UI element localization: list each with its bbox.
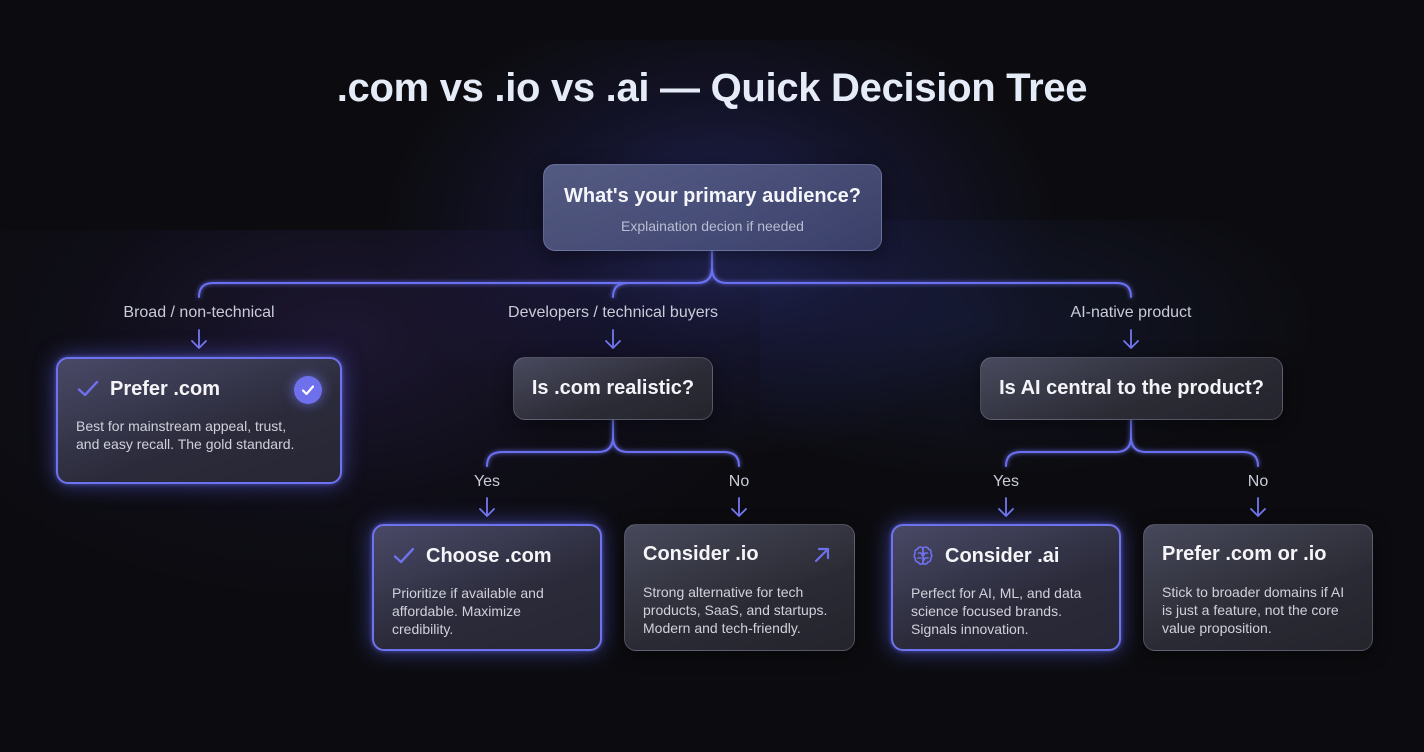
no-label: No: [728, 473, 750, 490]
outcome-title: Consider .io: [643, 543, 759, 565]
connector-root-right: [711, 267, 1132, 298]
arrow-down-icon: [605, 329, 621, 349]
page-title: .com vs .io vs .ai — Quick Decision Tree: [336, 66, 1088, 110]
outcome-card-consider-io: Consider .io Strong alternative for tech…: [624, 524, 855, 651]
branch-label-developers: Developers / technical buyers: [508, 304, 718, 321]
outcome-description: Perfect for AI, ML, and data science foc…: [911, 585, 1082, 637]
question-text: Is AI central to the product?: [999, 377, 1264, 399]
arrow-down-icon: [1250, 497, 1266, 517]
arrow-down-icon: [479, 497, 495, 517]
check-icon: [77, 380, 99, 397]
connector-root-middle: [612, 267, 713, 298]
outcome-card-consider-ai: Consider .ai Perfect for AI, ML, and dat…: [891, 524, 1121, 651]
no-label: No: [1247, 473, 1269, 490]
outcome-description: Prioritize if available and affordable. …: [392, 585, 544, 637]
outcome-title: Prefer .com or .io: [1162, 543, 1327, 565]
root-subtitle: Explaination decion if needed: [621, 218, 804, 234]
check-icon: [393, 547, 415, 564]
yes-label: Yes: [992, 473, 1020, 490]
outcome-title: Prefer .com: [110, 377, 221, 400]
root-question-node: What's your primary audience? Explainati…: [543, 164, 882, 251]
outcome-title: Consider .ai: [945, 544, 1060, 567]
outcome-description: Best for mainstream appeal, trust, and e…: [76, 418, 295, 452]
connector-root-left: [198, 250, 713, 298]
question-node-com-realistic: Is .com realistic?: [513, 357, 713, 420]
brain-icon: [913, 546, 933, 565]
outcome-title: Choose .com: [426, 544, 552, 567]
connector-ai-no: [1130, 436, 1259, 467]
yes-label: Yes: [473, 473, 501, 490]
branch-label-ai-native: AI-native product: [1070, 304, 1192, 321]
branch-label-broad: Broad / non-technical: [123, 304, 275, 321]
arrow-up-right-icon: [814, 547, 830, 563]
connector-ai-yes: [1005, 419, 1132, 467]
root-question: What's your primary audience?: [563, 185, 862, 207]
outcome-card-prefer-com-or-io: Prefer .com or .io Stick to broader doma…: [1143, 524, 1373, 651]
arrow-down-icon: [998, 497, 1014, 517]
arrow-down-icon: [731, 497, 747, 517]
question-node-ai-central: Is AI central to the product?: [980, 357, 1283, 420]
connector-dev-no: [612, 436, 740, 467]
question-text: Is .com realistic?: [531, 377, 695, 399]
outcome-card-prefer-com: Prefer .com Best for mainstream appeal, …: [56, 357, 342, 484]
arrow-down-icon: [191, 329, 207, 349]
arrow-down-icon: [1123, 329, 1139, 349]
outcome-description: Stick to broader domains if AI is just a…: [1162, 584, 1345, 636]
outcome-card-choose-com: Choose .com Prioritize if available and …: [372, 524, 602, 651]
outcome-description: Strong alternative for tech products, Sa…: [643, 584, 828, 636]
check-circle-icon: [294, 376, 322, 404]
connector-dev-yes: [486, 419, 614, 467]
